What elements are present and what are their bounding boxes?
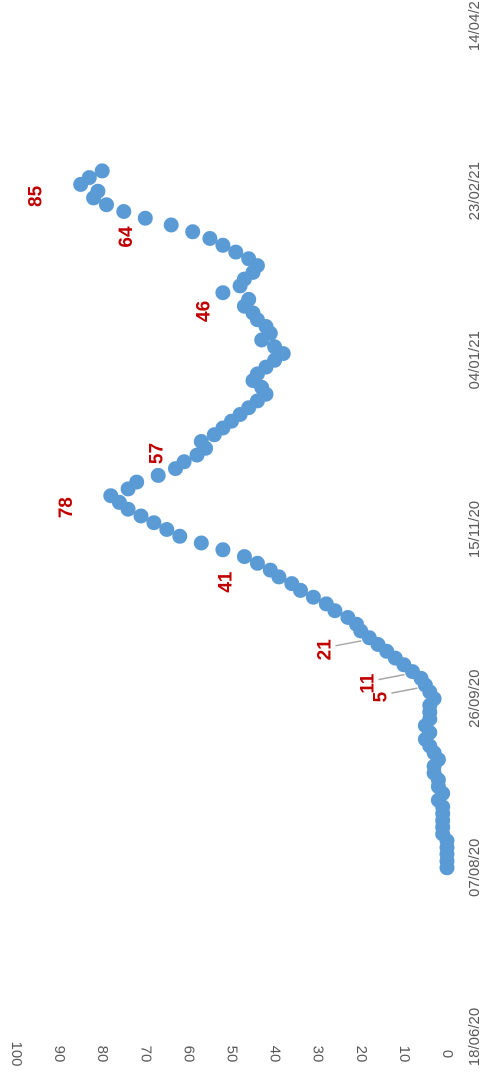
data-label: 85 [26, 185, 47, 207]
data-label: 11 [358, 673, 379, 694]
data-point [159, 522, 175, 537]
data-point [340, 610, 356, 625]
y-tick-label: 60 [180, 1046, 197, 1063]
data-point [305, 589, 321, 605]
data-point [215, 237, 231, 253]
data-point [236, 549, 252, 565]
y-tick-label: 40 [267, 1046, 284, 1063]
y-tick-label: 70 [137, 1046, 154, 1063]
data-point [116, 204, 132, 219]
data-point [94, 163, 110, 179]
data-points [73, 163, 455, 876]
y-tick-label: 50 [224, 1046, 241, 1063]
data-point [163, 217, 179, 233]
data-point [262, 562, 278, 578]
y-tick-label: 10 [396, 1046, 413, 1063]
data-point [267, 339, 283, 355]
data-point [133, 508, 149, 524]
x-tick-label: 14/04/21 [466, 0, 483, 51]
data-point [215, 285, 231, 301]
y-tick-label: 100 [8, 1041, 25, 1066]
data-point [193, 535, 209, 551]
label-leader-lines [335, 640, 418, 694]
x-tick-label: 15/11/20 [466, 501, 483, 558]
y-tick-label: 80 [94, 1046, 111, 1063]
data-point [103, 488, 119, 504]
y-tick-label: 20 [353, 1046, 370, 1063]
data-point [176, 454, 192, 470]
y-tick-label: 0 [439, 1050, 456, 1058]
data-point [129, 474, 145, 490]
data-point [90, 183, 106, 199]
data-label: 21 [314, 639, 335, 661]
x-tick-label: 18/06/20 [466, 1008, 483, 1066]
data-point [241, 291, 257, 307]
data-point [146, 515, 162, 531]
data-label: 78 [56, 497, 77, 518]
data-point [215, 542, 231, 558]
data-label: 5 [370, 691, 391, 702]
data-point [241, 251, 257, 267]
data-point [228, 244, 244, 260]
data-point [81, 170, 97, 186]
data-point [249, 555, 265, 571]
data-point [172, 528, 188, 544]
data-labels: 511 21 41 78 57 46 64 85 [26, 185, 392, 702]
x-tick-label: 26/09/20 [466, 670, 483, 728]
data-label-leader [378, 673, 405, 681]
y-tick-label: 30 [310, 1046, 327, 1063]
data-label: 41 [215, 571, 236, 593]
x-axis-ticks: 18/06/20 07/08/20 26/09/20 15/11/20 04/01/21… [466, 0, 483, 1066]
data-point [150, 467, 166, 483]
data-point [137, 210, 153, 226]
data-point [193, 434, 209, 449]
data-label: 46 [194, 301, 215, 322]
data-point [99, 197, 114, 213]
data-point [318, 596, 334, 612]
y-axis-ticks: 0 10 20 30 40 50 60 70 80 90 100 [8, 1041, 456, 1066]
data-point [185, 224, 201, 240]
y-tick-label: 90 [51, 1046, 68, 1063]
x-tick-label: 07/08/20 [466, 839, 483, 897]
x-tick-label: 04/01/21 [466, 331, 483, 389]
data-point [202, 231, 218, 246]
data-label-leader [335, 640, 362, 647]
data-label: 64 [116, 226, 137, 248]
data-point [284, 576, 300, 592]
data-label: 57 [146, 443, 167, 464]
data-label-leader [391, 687, 418, 694]
x-tick-label: 23/02/21 [466, 162, 483, 220]
